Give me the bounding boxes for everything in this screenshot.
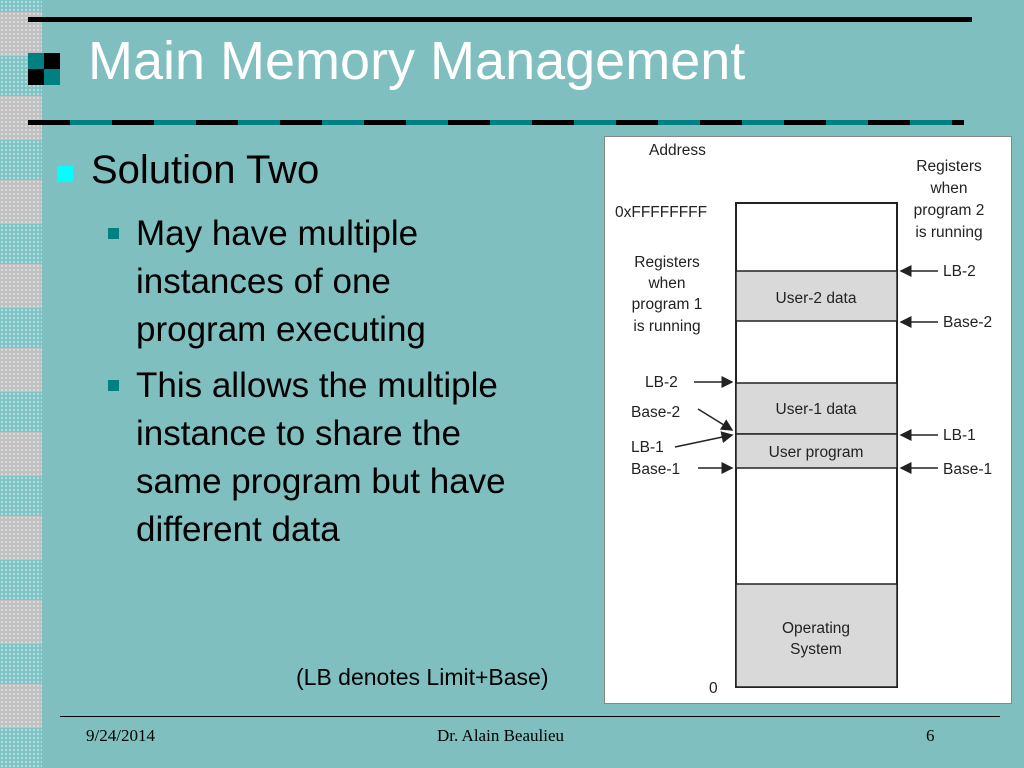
- right-caption-line: is running: [915, 224, 982, 241]
- block-label: Operating: [782, 620, 850, 637]
- bullet-line: This allows the multiple: [136, 366, 498, 405]
- bullet-line: same program but have: [136, 462, 506, 501]
- left-caption-line: is running: [633, 318, 700, 335]
- block-label: User program: [769, 444, 864, 461]
- address-top: 0xFFFFFFFF: [615, 204, 707, 221]
- title-top-rule: [28, 17, 972, 22]
- left-caption-line: when: [647, 275, 685, 292]
- right-register-label: LB-2: [943, 263, 976, 280]
- slide-title: Main Memory Management: [88, 31, 746, 91]
- bullet-line: instances of one: [136, 262, 391, 301]
- right-register-label: Base-1: [943, 461, 992, 478]
- lb-note: (LB denotes Limit+Base): [296, 664, 549, 690]
- level1-text: Solution Two: [91, 148, 320, 192]
- left-caption-line: Registers: [634, 254, 700, 271]
- bullet-line: different data: [136, 510, 340, 549]
- level2-bullet-icon: [108, 380, 119, 391]
- footer-author: Dr. Alain Beaulieu: [437, 726, 565, 745]
- left-decorative-strip: [0, 0, 42, 768]
- block-label: System: [790, 641, 842, 658]
- right-register-label: Base-2: [943, 314, 992, 331]
- footer-page-number: 6: [926, 726, 935, 745]
- address-label: Address: [649, 142, 706, 159]
- arrow-icon: [697, 408, 734, 431]
- right-caption-line: Registers: [916, 158, 982, 175]
- left-caption-line: program 1: [632, 296, 703, 313]
- os-block: [735, 583, 898, 688]
- right-caption-line: program 2: [914, 202, 985, 219]
- left-register-label: Base-2: [631, 404, 680, 421]
- bullet-line: May have multiple: [136, 214, 419, 253]
- address-bottom: 0: [709, 680, 718, 697]
- block-label: User-2 data: [776, 290, 857, 307]
- bullet-line: instance to share the: [136, 414, 461, 453]
- bullet-item-1: May have multiple instances of one progr…: [136, 210, 576, 354]
- block-label: User-1 data: [776, 401, 857, 418]
- footer-date: 9/24/2014: [86, 726, 155, 745]
- user2-data-block: [735, 270, 898, 322]
- right-register-label: LB-1: [943, 427, 976, 444]
- user-program-block: [735, 433, 898, 469]
- right-caption-line: when: [929, 180, 967, 197]
- bullet-item-2: This allows the multiple instance to sha…: [136, 362, 576, 554]
- left-register-label: LB-1: [631, 439, 664, 456]
- bullet-line: program executing: [136, 310, 426, 349]
- left-register-label: LB-2: [645, 374, 678, 391]
- title-bullet-icon: [28, 53, 60, 85]
- arrow-icon: [674, 431, 734, 448]
- memory-diagram: User-2 data User-1 data User program Ope…: [604, 136, 1012, 704]
- title-dashed-rule: [28, 120, 964, 125]
- left-register-label: Base-1: [631, 461, 680, 478]
- user1-data-block: [735, 382, 898, 435]
- level1-bullet-icon: [57, 166, 73, 182]
- footer-rule: [60, 716, 1000, 717]
- level2-bullet-icon: [108, 228, 119, 239]
